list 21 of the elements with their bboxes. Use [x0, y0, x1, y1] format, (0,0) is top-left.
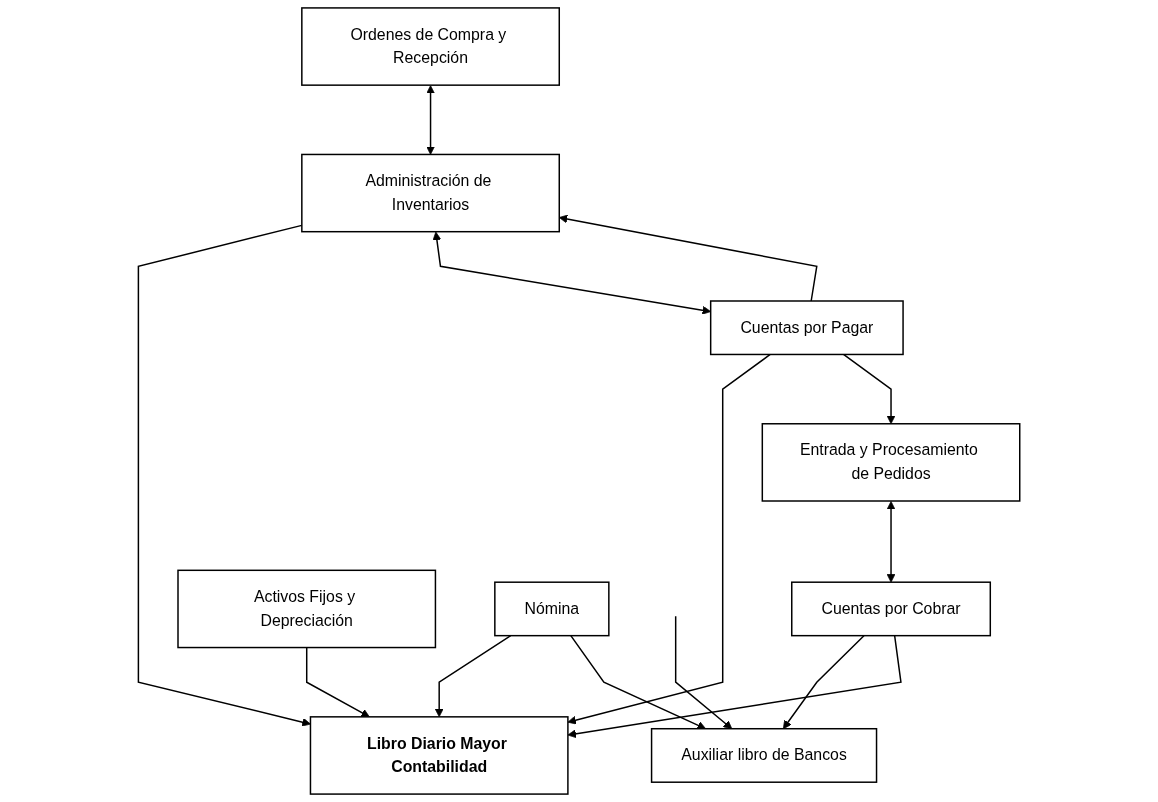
arrow	[434, 634, 512, 718]
node-box: Entrada y Procesamiento de Pedidos	[761, 423, 1021, 502]
arrow	[432, 231, 711, 315]
arrow	[886, 501, 896, 583]
node-box: Administración de Inventarios	[301, 153, 560, 233]
arrow	[674, 615, 733, 730]
node-box: Auxiliar libro de Bancos	[650, 728, 878, 783]
node-box: Libro Diario Mayor Contabilidad	[309, 716, 569, 795]
arrow	[426, 85, 435, 155]
arrow	[782, 634, 865, 730]
arrow	[567, 634, 902, 739]
arrow	[842, 353, 896, 425]
node-box: Cuentas por Pagar	[709, 300, 904, 356]
node-box: Nómina	[494, 581, 610, 637]
node-box: Ordenes de Compra y Recepción	[301, 7, 560, 86]
node-box: Cuentas por Cobrar	[790, 581, 991, 637]
arrow	[570, 634, 706, 730]
arrow	[567, 353, 771, 725]
node-box: Activos Fijos y Depreciación	[177, 569, 437, 649]
arrow	[137, 224, 311, 727]
arrow	[305, 646, 370, 718]
